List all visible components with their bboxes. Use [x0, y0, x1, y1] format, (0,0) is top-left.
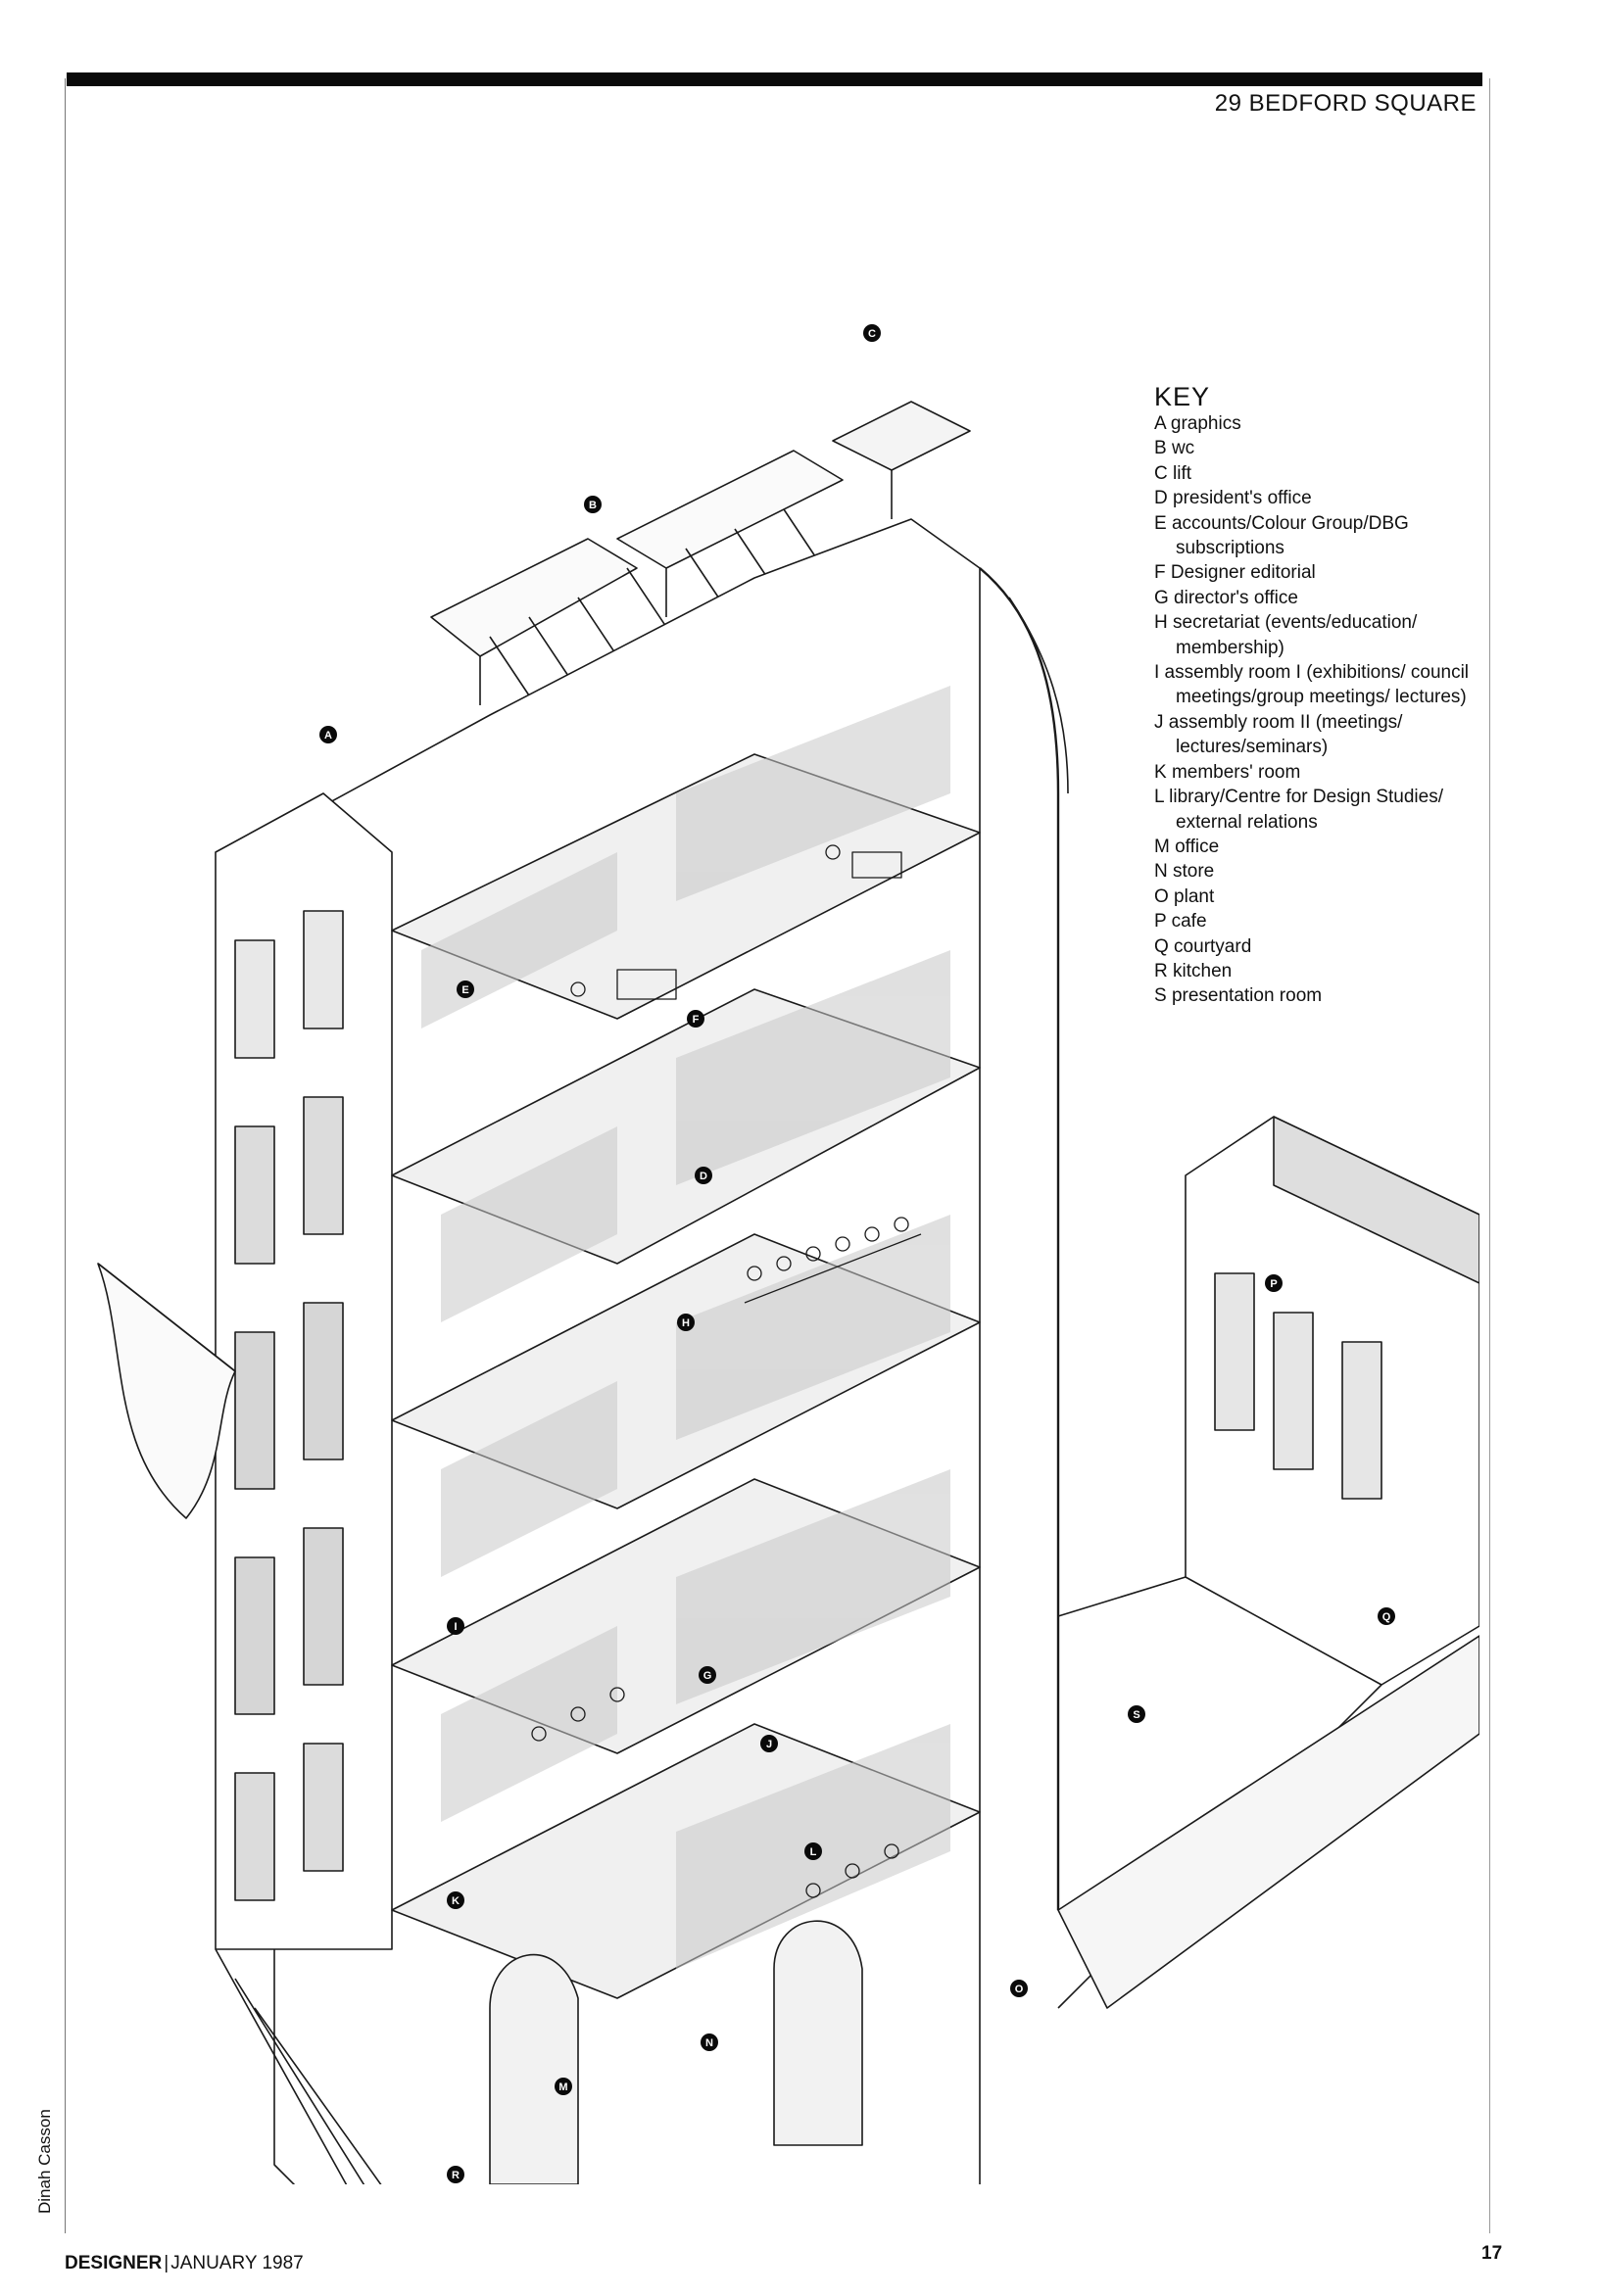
room-marker-label: J: [766, 1739, 772, 1750]
key-item: S presentation room: [1154, 985, 1323, 1007]
key-item: P cafe: [1154, 911, 1207, 933]
key-item: B wc: [1154, 438, 1195, 459]
page-number: 17: [1481, 2243, 1503, 2264]
key-legend: KEY A graphics B wc C lift D president's…: [1154, 382, 1478, 1009]
room-marker-label: A: [324, 730, 332, 741]
key-item: A graphics: [1154, 413, 1241, 434]
room-marker-label: H: [682, 1317, 690, 1329]
room-marker-label: F: [693, 1014, 700, 1026]
key-title: KEY: [1154, 382, 1211, 411]
key-item: J assembly room II (meetings/ lectures/s…: [1154, 711, 1403, 758]
figures-and-furniture: [531, 844, 922, 1898]
key-item: D president's office: [1154, 488, 1312, 509]
key-item: L library/Centre for Design Studies/ ext…: [1154, 787, 1443, 833]
room-marker-label: P: [1270, 1278, 1277, 1290]
key-item: C lift: [1154, 462, 1191, 484]
key-item: G director's office: [1154, 587, 1298, 608]
room-marker-label: E: [461, 984, 468, 996]
room-marker-label: N: [705, 2037, 713, 2049]
key-item: F Designer editorial: [1154, 562, 1316, 584]
room-marker-label: R: [452, 2170, 460, 2181]
roof-structure: [430, 401, 971, 705]
room-marker-label: K: [452, 1895, 460, 1907]
front-facade: [215, 792, 393, 1950]
key-item: K members' room: [1154, 761, 1301, 783]
key-item: O plant: [1154, 885, 1215, 907]
page-title: 29 BEDFORD SQUARE: [1214, 90, 1477, 117]
room-marker-label: S: [1133, 1709, 1139, 1721]
key-item: N store: [1154, 861, 1215, 883]
flagpole-flag: [97, 1263, 236, 1519]
illustrator-credit: Dinah Casson: [35, 2109, 54, 2214]
entrance-steps: [215, 1920, 863, 2184]
footer-separator: |: [164, 2253, 170, 2273]
left-margin-rule: [65, 78, 67, 2233]
magazine-name: DESIGNER: [65, 2253, 163, 2273]
key-item: M office: [1154, 836, 1220, 857]
footer-running-head: DESIGNER|JANUARY 1987: [65, 2253, 304, 2274]
room-marker-label: G: [703, 1670, 712, 1682]
courtyard: [1057, 1635, 1479, 2009]
header-rule: [67, 72, 1482, 86]
room-marker-label: I: [454, 1621, 457, 1633]
cutaway-building-illustration: C B A E F D H G I J K L M N O P Q R S: [69, 245, 1479, 2184]
key-item: I assembly room I (exhibitions/ council …: [1154, 662, 1470, 708]
key-item: E accounts/Colour Group/DBG subscription…: [1154, 512, 1409, 559]
key-item: H secretariat (events/education/ members…: [1154, 612, 1418, 658]
key-item: Q courtyard: [1154, 935, 1252, 957]
room-marker-label: O: [1015, 1984, 1024, 1995]
room-marker-label: L: [810, 1846, 817, 1858]
room-marker-label: M: [558, 2081, 567, 2093]
room-marker-label: B: [589, 500, 597, 511]
room-interiors: [421, 686, 950, 1969]
issue-date: JANUARY 1987: [170, 2253, 304, 2273]
room-markers: C B A E F D H G I J K L M N O P Q R S: [319, 324, 1395, 2183]
room-marker-label: D: [700, 1171, 707, 1182]
rear-wing: [1057, 1116, 1479, 2009]
room-marker-label: Q: [1382, 1611, 1391, 1623]
key-item: R kitchen: [1154, 960, 1233, 981]
right-margin-rule: [1489, 78, 1491, 2233]
room-marker-label: C: [868, 328, 876, 340]
